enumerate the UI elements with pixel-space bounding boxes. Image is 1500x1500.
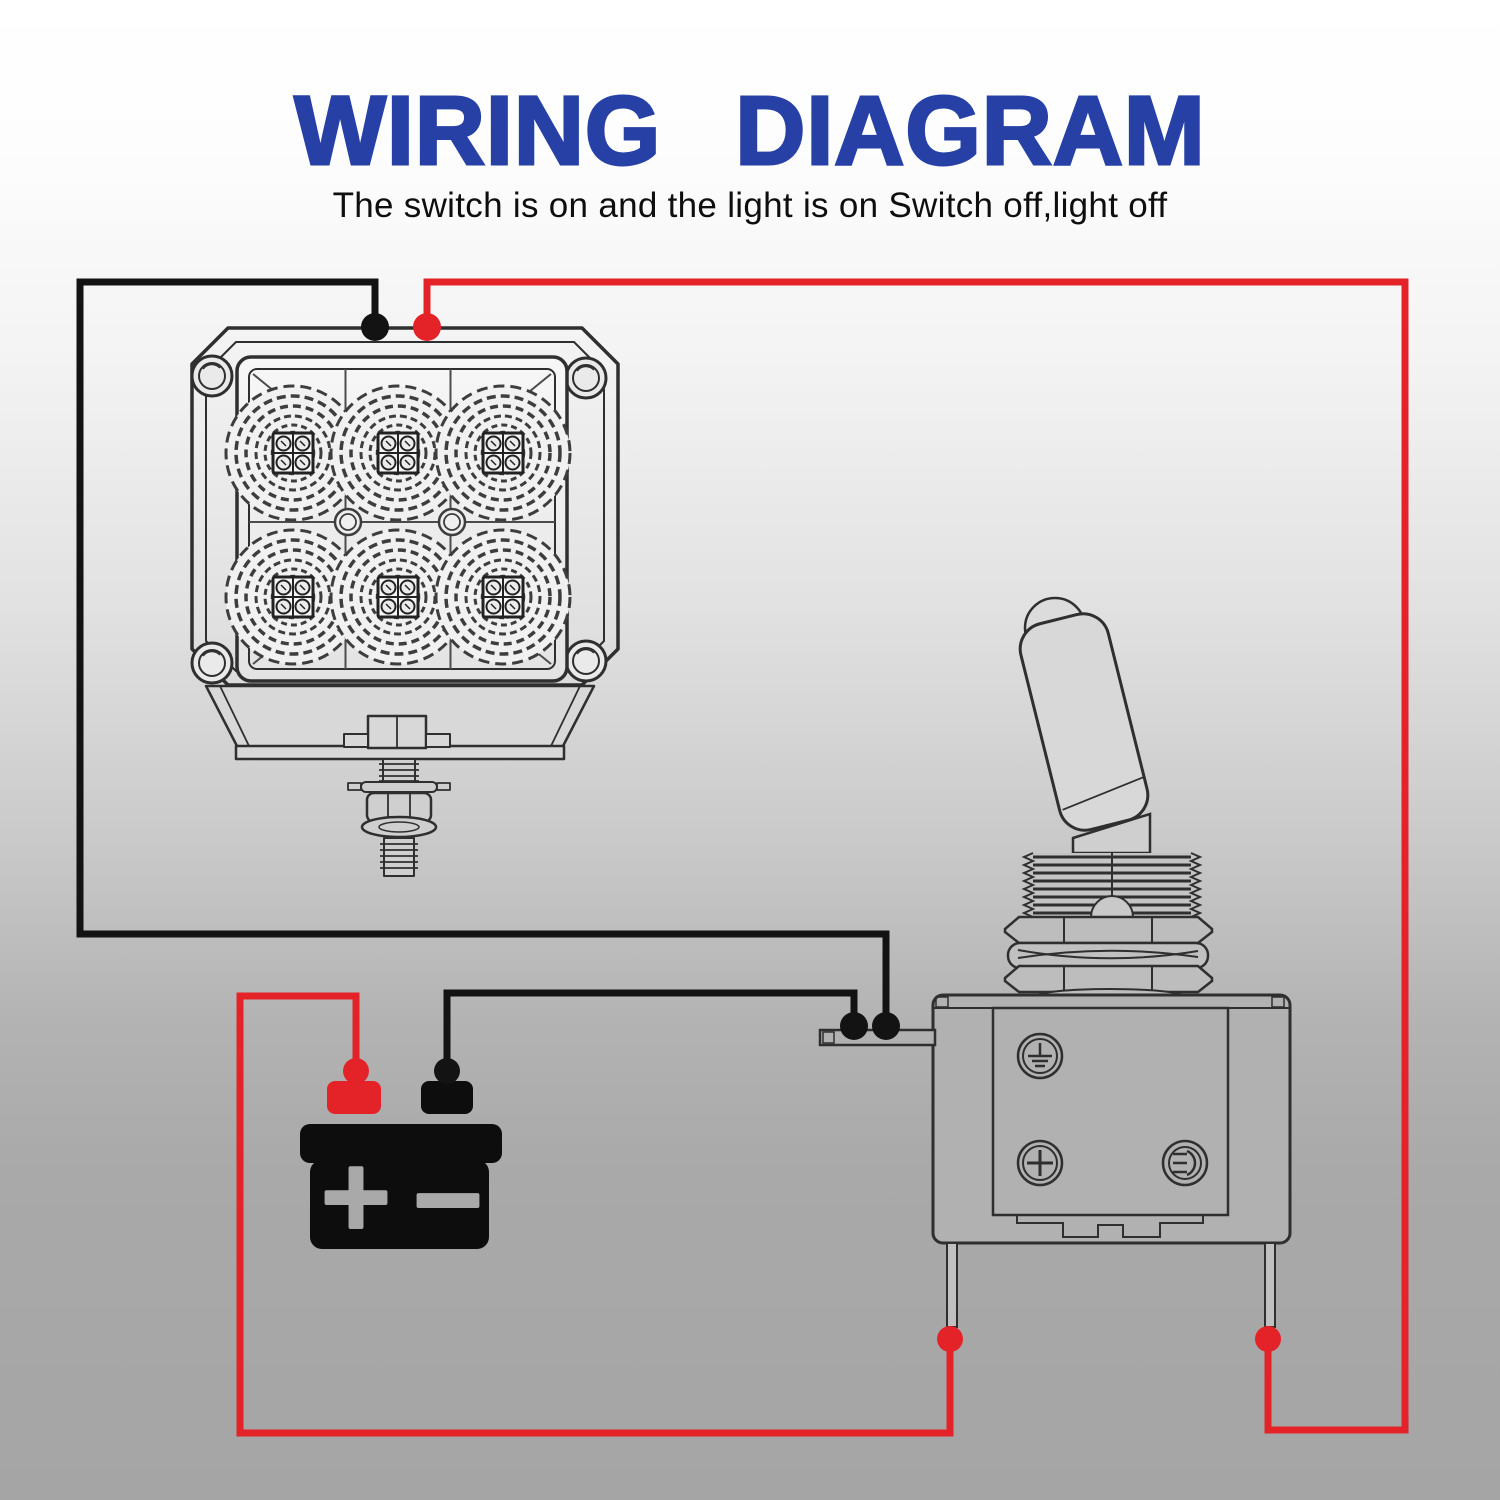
page-subtitle: The switch is on and the light is on Swi… — [332, 186, 1168, 225]
switch-lever — [1018, 612, 1150, 832]
connection-dot-light-negative — [361, 313, 389, 341]
corner-screw-icon — [190, 641, 234, 685]
lock-washer — [1006, 941, 1210, 970]
battery-positive-terminal — [327, 1081, 381, 1114]
bushing-keyway-notch — [1089, 895, 1135, 918]
battery-body — [310, 1160, 489, 1249]
lever-bottom-face-line — [1062, 776, 1144, 811]
cross-screw-icon — [1016, 1139, 1064, 1187]
page-title: WIRING DIAGRAM — [293, 76, 1206, 185]
connection-dots — [343, 313, 1281, 1352]
lens-frame-inner — [248, 368, 556, 670]
connection-dot-switch-tab-right — [872, 1012, 900, 1040]
battery-minus-symbol: − — [409, 1144, 488, 1253]
switch-pin-left — [946, 1242, 958, 1328]
ground-screw-icon — [1016, 1032, 1064, 1080]
connection-dot-switch-tab-left — [840, 1012, 868, 1040]
hex-nut-lower — [1003, 964, 1214, 994]
corner-screw-icon — [564, 639, 608, 683]
connection-dot-light-positive — [413, 313, 441, 341]
battery-plus-symbol: + — [317, 1141, 396, 1250]
battery: + − — [300, 1081, 502, 1255]
connection-dot-switch-pin-left — [937, 1326, 963, 1352]
threaded-bushing — [1021, 852, 1203, 918]
corner-screw-icon — [190, 354, 234, 398]
wire-red-light-to-switch-pin — [423, 278, 1409, 1434]
toggle-switch — [818, 596, 1292, 1328]
connection-dot-battery-negative — [434, 1058, 460, 1084]
wire-red-battery-to-switch-pin — [236, 992, 954, 1437]
switch-body-panel — [991, 1006, 1230, 1217]
wire-black-light-to-switch — [76, 278, 890, 1030]
hex-nut-upper — [1003, 915, 1214, 945]
battery-negative-terminal — [421, 1081, 473, 1114]
connection-dot-battery-positive — [343, 1058, 369, 1084]
corner-screw-icon — [564, 356, 608, 400]
wire-black-battery-to-switch — [443, 989, 858, 1075]
led-cell — [434, 528, 572, 666]
switch-pin-right — [1264, 1242, 1276, 1328]
lens-center-rivets — [333, 507, 467, 537]
led-cell — [434, 384, 572, 522]
connection-dot-switch-pin-right — [1255, 1326, 1281, 1352]
light-mounting-bolt — [347, 758, 451, 877]
switch-body — [931, 993, 1292, 1245]
light-mounting-bracket — [204, 684, 596, 761]
terminal-screw-icon — [1161, 1139, 1209, 1187]
battery-lid — [300, 1124, 502, 1163]
switch-body-bottom-steps — [995, 1214, 1226, 1238]
led-work-light — [190, 326, 620, 877]
